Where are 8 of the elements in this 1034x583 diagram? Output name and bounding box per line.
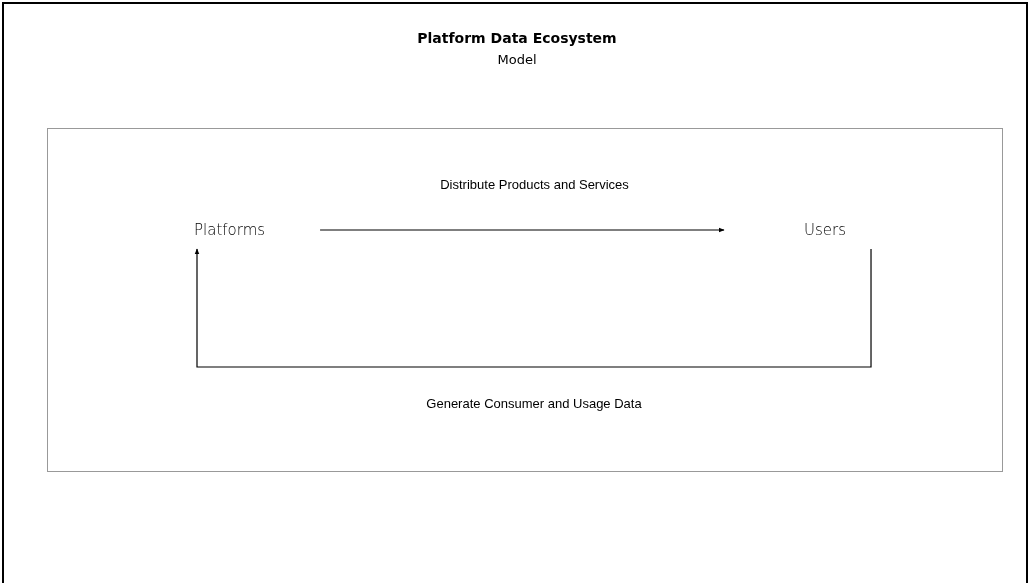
- node-label: Platforms: [194, 221, 266, 239]
- edge-label: Generate Consumer and Usage Data: [423, 396, 645, 411]
- arrow: [319, 227, 725, 233]
- diagram-title: Platform Data Ecosystem: [416, 30, 618, 46]
- container-box: [47, 128, 1003, 472]
- node-label: Users: [804, 221, 846, 239]
- arrow: [194, 248, 872, 368]
- subtitle: Model: [496, 52, 538, 67]
